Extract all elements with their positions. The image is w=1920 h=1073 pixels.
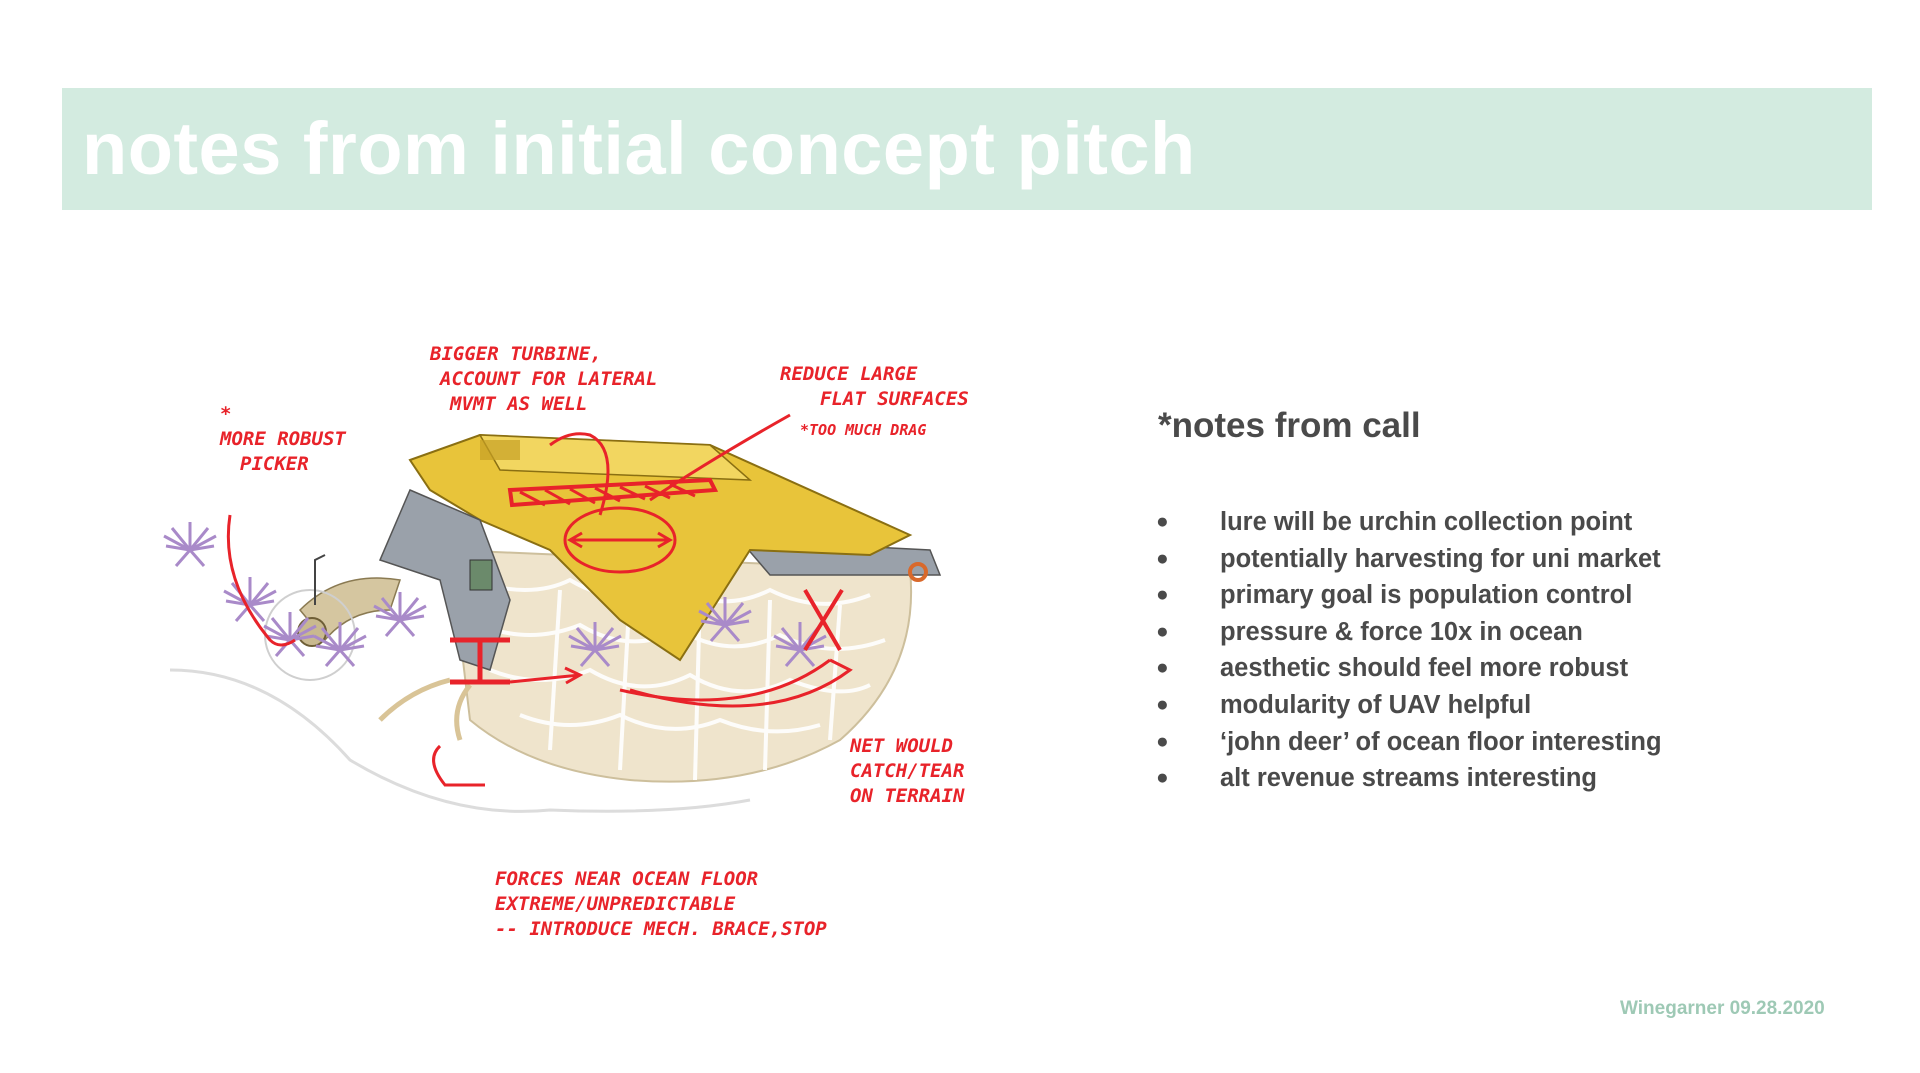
surfaces-note-line1: REDUCE LARGE bbox=[780, 363, 918, 385]
bullet-icon: ● bbox=[1156, 692, 1169, 716]
bullet-icon: ● bbox=[1156, 656, 1169, 680]
note-item: ● potentially harvesting for uni market bbox=[1148, 541, 1662, 578]
notes-list: ● lure will be urchin collection point ● p… bbox=[1148, 504, 1662, 797]
concept-sketch: * MORE ROBUST PICKER BIGGER TURBINE, ACC… bbox=[163, 343, 969, 940]
bullet-icon: ● bbox=[1156, 583, 1169, 607]
footer-author-date: Winegarner 09.28.2020 bbox=[1620, 998, 1825, 1019]
net-note-line1: NET WOULD bbox=[849, 735, 953, 757]
turbine-note-line1: BIGGER TURBINE, bbox=[429, 343, 602, 365]
picker-note-star: * bbox=[220, 403, 231, 425]
note-item: ● modularity of UAV helpful bbox=[1148, 687, 1662, 724]
x-mark bbox=[803, 588, 844, 652]
note-text: lure will be urchin collection point bbox=[1220, 508, 1633, 536]
ocean-floor-line bbox=[169, 668, 751, 813]
lure-ring bbox=[908, 562, 928, 582]
picker-note-line1: MORE ROBUST bbox=[219, 428, 346, 450]
bullet-icon: ● bbox=[1156, 510, 1169, 533]
front-leg bbox=[378, 489, 511, 671]
note-text: alt revenue streams interesting bbox=[1220, 764, 1597, 793]
picker-note-line2: PICKER bbox=[240, 453, 309, 475]
slide-title: notes from initial concept pitch bbox=[82, 107, 1196, 190]
forces-note-line1: FORCES NEAR OCEAN FLOOR bbox=[495, 868, 758, 890]
title-bar: notes from initial concept pitch bbox=[62, 88, 1872, 210]
forces-note-line2: EXTREME/UNPREDICTABLE bbox=[495, 893, 736, 915]
notes-heading: *notes from call bbox=[1158, 406, 1421, 445]
bullet-icon: ● bbox=[1156, 729, 1169, 753]
note-text: primary goal is population control bbox=[1220, 581, 1633, 610]
note-text: modularity of UAV helpful bbox=[1220, 690, 1532, 719]
turbine-note-line3: MVMT AS WELL bbox=[449, 393, 587, 415]
note-item: ● pressure & force 10x in ocean bbox=[1148, 614, 1662, 651]
note-text: aesthetic should feel more robust bbox=[1220, 654, 1629, 683]
note-text: ‘john deer’ of ocean floor interesting bbox=[1220, 727, 1662, 756]
surfaces-note-line3: *TOO MUCH DRAG bbox=[800, 421, 926, 439]
note-text: potentially harvesting for uni market bbox=[1220, 544, 1661, 573]
note-item: ● ‘john deer’ of ocean floor interesting bbox=[1148, 724, 1662, 761]
note-item: ● alt revenue streams interesting bbox=[1148, 760, 1662, 797]
surfaces-note-line2: FLAT SURFACES bbox=[820, 388, 969, 410]
turbine-circle bbox=[563, 506, 677, 574]
note-item: ● aesthetic should feel more robust bbox=[1148, 650, 1662, 687]
vent-grille bbox=[480, 440, 520, 460]
note-item: ● lure will be urchin collection point bbox=[1148, 504, 1662, 541]
net-note-line2: CATCH/TEAR bbox=[850, 760, 964, 782]
turbine-hatch bbox=[507, 477, 719, 508]
note-text: pressure & force 10x in ocean bbox=[1220, 617, 1583, 646]
bullet-icon: ● bbox=[1156, 619, 1169, 643]
net-note-line3: ON TERRAIN bbox=[850, 785, 965, 807]
bullet-icon: ● bbox=[1156, 546, 1169, 570]
forces-note-line3: -- INTRODUCE MECH. BRACE,STOP bbox=[495, 918, 827, 940]
bullet-icon: ● bbox=[1156, 766, 1169, 790]
note-item: ● primary goal is population control bbox=[1148, 577, 1662, 614]
turbine-note-line2: ACCOUNT FOR LATERAL bbox=[438, 368, 657, 390]
